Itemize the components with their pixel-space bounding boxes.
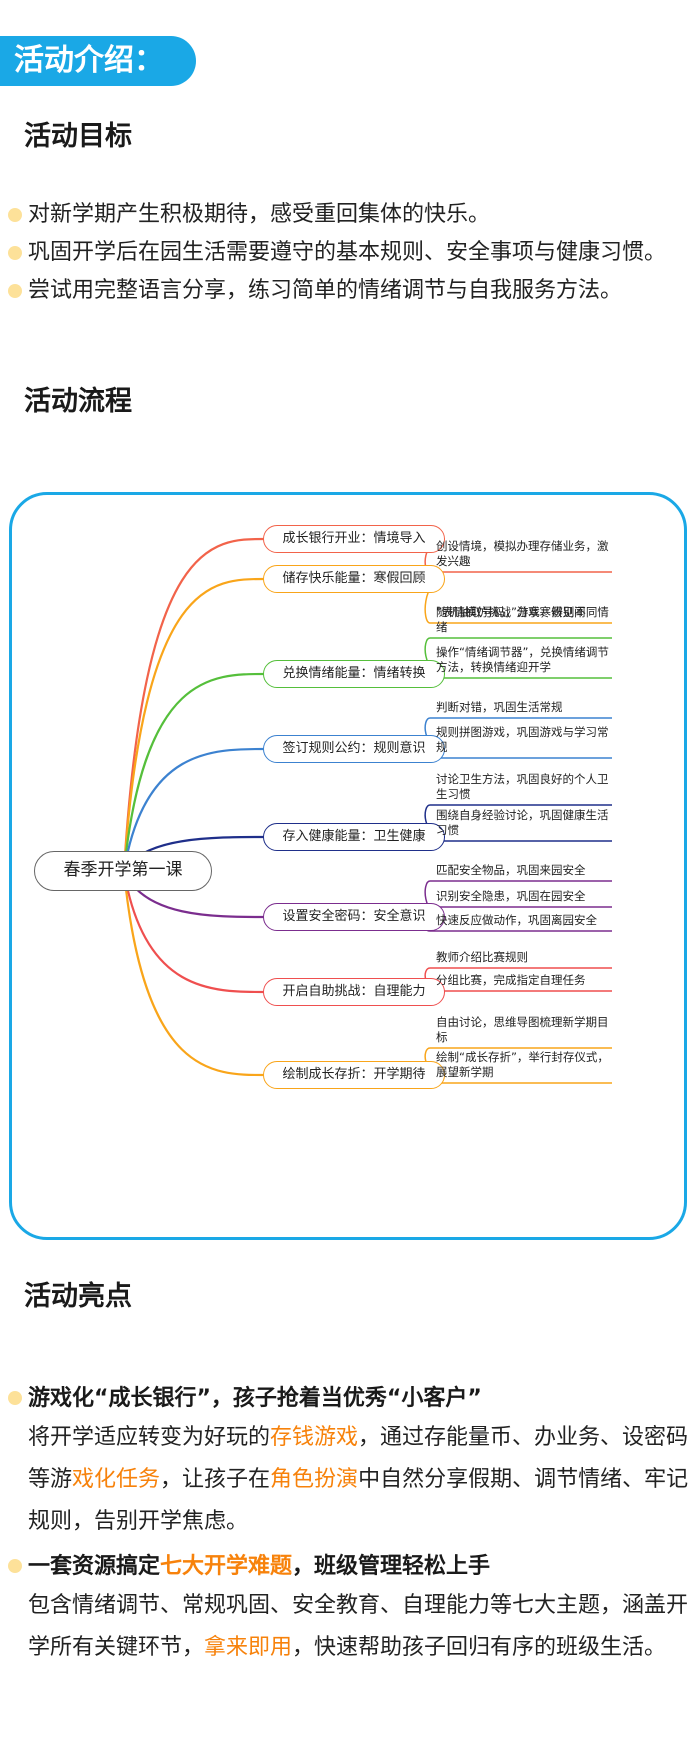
branch-connector [122, 747, 265, 872]
mindmap: 春季开学第一课 成长银行开业：情境导入创设情境，模拟办理存储业务，激发兴趣储存快… [9, 492, 687, 1240]
goal-item: 巩固开学后在园生活需要遵守的基本规则、安全事项与健康习惯。 [8, 234, 696, 272]
body-text: ，班级管理轻松上手 [292, 1554, 491, 1579]
mindmap-leaf: 讨论卫生方法，巩固良好的个人卫生习惯 [436, 772, 609, 801]
goals-section-title: 活动目标 [24, 120, 142, 156]
mindmap-leaf: 教师介绍比赛规则 [436, 950, 528, 964]
mindmap-leaf: 识别安全隐患，巩固在园安全 [436, 889, 586, 903]
emphasis-text: 戏化任务 [72, 1467, 161, 1492]
mindmap-leaf: 围绕自身经验讨论，巩固健康生活习惯 [436, 808, 609, 837]
goal-text: 对新学期产生积极期待，感受重回集体的快乐。 [28, 202, 491, 227]
bullet-dot-icon [8, 208, 22, 222]
highlight-body: 将开学适应转变为好玩的存钱游戏，通过存能量币、办业务、设密码等游戏化任务，让孩子… [28, 1417, 698, 1543]
emphasis-text: 角色扮演 [270, 1467, 359, 1492]
goals-title-text: 活动目标 [24, 121, 132, 152]
body-text: ，通过存能量币、办业务、设密码等游 [28, 1425, 689, 1492]
highlight-heading: 一套资源搞定七大开学难题，班级管理轻松上手 [28, 1549, 698, 1585]
goal-text: 巩固开学后在园生活需要遵守的基本规则、安全事项与健康习惯。 [28, 240, 667, 265]
emphasis-text: 七大开学难题 [160, 1554, 293, 1579]
mindmap-branch-node: 兑换情绪能量：情绪转换 [263, 660, 445, 688]
branch-connector [122, 577, 265, 872]
mindmap-center-node: 春季开学第一课 [34, 851, 212, 891]
mindmap-leaf: 随机抽取号码，分享寒假见闻 [436, 605, 586, 619]
goal-item: 尝试用完整语言分享，练习简单的情绪调节与自我服务方法。 [8, 272, 696, 310]
highlights-list: 游戏化“成长银行”，孩子抢着当优秀“小客户” 将开学适应转变为好玩的存钱游戏，通… [8, 1381, 698, 1675]
mindmap-branch-node: 存入健康能量：卫生健康 [263, 823, 445, 851]
body-text: ，快速帮助孩子回归有序的班级生活。 [292, 1635, 667, 1660]
mindmap-leaf: 操作“情绪调节器”，兑换情绪调节方法，转换情绪迎开学 [436, 645, 609, 674]
mindmap-branch-node: 绘制成长存折：开学期待 [263, 1061, 445, 1089]
mindmap-leaf: 匹配安全物品，巩固来园安全 [436, 863, 586, 877]
mindmap-leaf: 自由讨论，思维导图梳理新学期目标 [436, 1015, 609, 1044]
branch-connector [122, 672, 265, 872]
body-text: 包含情绪调节、常规巩固、安全教育、自理能力等七大主题，涵盖开学所有关键环节， [28, 1593, 689, 1660]
highlights-title-text: 活动亮点 [24, 1281, 132, 1312]
mindmap-branch-node: 成长银行开业：情境导入 [263, 525, 445, 553]
emphasis-text: 拿来即用 [204, 1635, 293, 1660]
bullet-dot-icon [8, 246, 22, 260]
branch-connector [122, 537, 265, 872]
mindmap-branch-node: 设置安全密码：安全意识 [263, 903, 445, 931]
goal-item: 对新学期产生积极期待，感受重回集体的快乐。 [8, 196, 696, 234]
highlight-item: 一套资源搞定七大开学难题，班级管理轻松上手 包含情绪调节、常规巩固、安全教育、自… [8, 1549, 698, 1669]
bullet-dot-icon [8, 1391, 22, 1405]
goals-list: 对新学期产生积极期待，感受重回集体的快乐。 巩固开学后在园生活需要遵守的基本规则… [8, 196, 696, 310]
highlight-body: 包含情绪调节、常规巩固、安全教育、自理能力等七大主题，涵盖开学所有关键环节，拿来… [28, 1585, 698, 1669]
body-text: 中自然分享假期、调节情绪、牢记规则，告别开学焦虑。 [28, 1467, 689, 1534]
intro-header: 活动介绍： [0, 36, 196, 86]
mindmap-leaf: “表情模仿挑战”游戏，辨别不同情绪 [436, 605, 609, 634]
highlight-heading: 游戏化“成长银行”，孩子抢着当优秀“小客户” [28, 1386, 482, 1411]
mindmap-leaf: 快速反应做动作，巩固离园安全 [436, 913, 597, 927]
mindmap-leaf: 绘制“成长存折”，举行封存仪式，展望新学期 [436, 1050, 609, 1079]
highlight-item: 游戏化“成长银行”，孩子抢着当优秀“小客户” 将开学适应转变为好玩的存钱游戏，通… [8, 1381, 698, 1543]
goal-text: 尝试用完整语言分享，练习简单的情绪调节与自我服务方法。 [28, 278, 623, 303]
branch-connector [122, 870, 265, 1077]
mindmap-branch-node: 签订规则公约：规则意识 [263, 735, 445, 763]
body-text: 一套资源搞定 [28, 1554, 161, 1579]
process-title-text: 活动流程 [24, 386, 132, 417]
bullet-dot-icon [8, 284, 22, 298]
bullet-dot-icon [8, 1559, 22, 1573]
mindmap-branch-node: 储存快乐能量：寒假回顾 [263, 565, 445, 593]
mindmap-leaf: 规则拼图游戏，巩固游戏与学习常规 [436, 725, 609, 754]
body-text: 将开学适应转变为好玩的 [28, 1425, 271, 1450]
body-text: ，让孩子在 [160, 1467, 271, 1492]
process-section-title: 活动流程 [24, 385, 142, 421]
emphasis-text: 存钱游戏 [270, 1425, 359, 1450]
mindmap-leaf: 判断对错，巩固生活常规 [436, 700, 563, 714]
mindmap-leaf: 创设情境，模拟办理存储业务，激发兴趣 [436, 539, 609, 568]
mindmap-leaf: 分组比赛，完成指定自理任务 [436, 973, 586, 987]
branch-connector [122, 870, 265, 994]
highlights-section-title: 活动亮点 [24, 1280, 142, 1316]
mindmap-branch-node: 开启自助挑战：自理能力 [263, 978, 445, 1006]
